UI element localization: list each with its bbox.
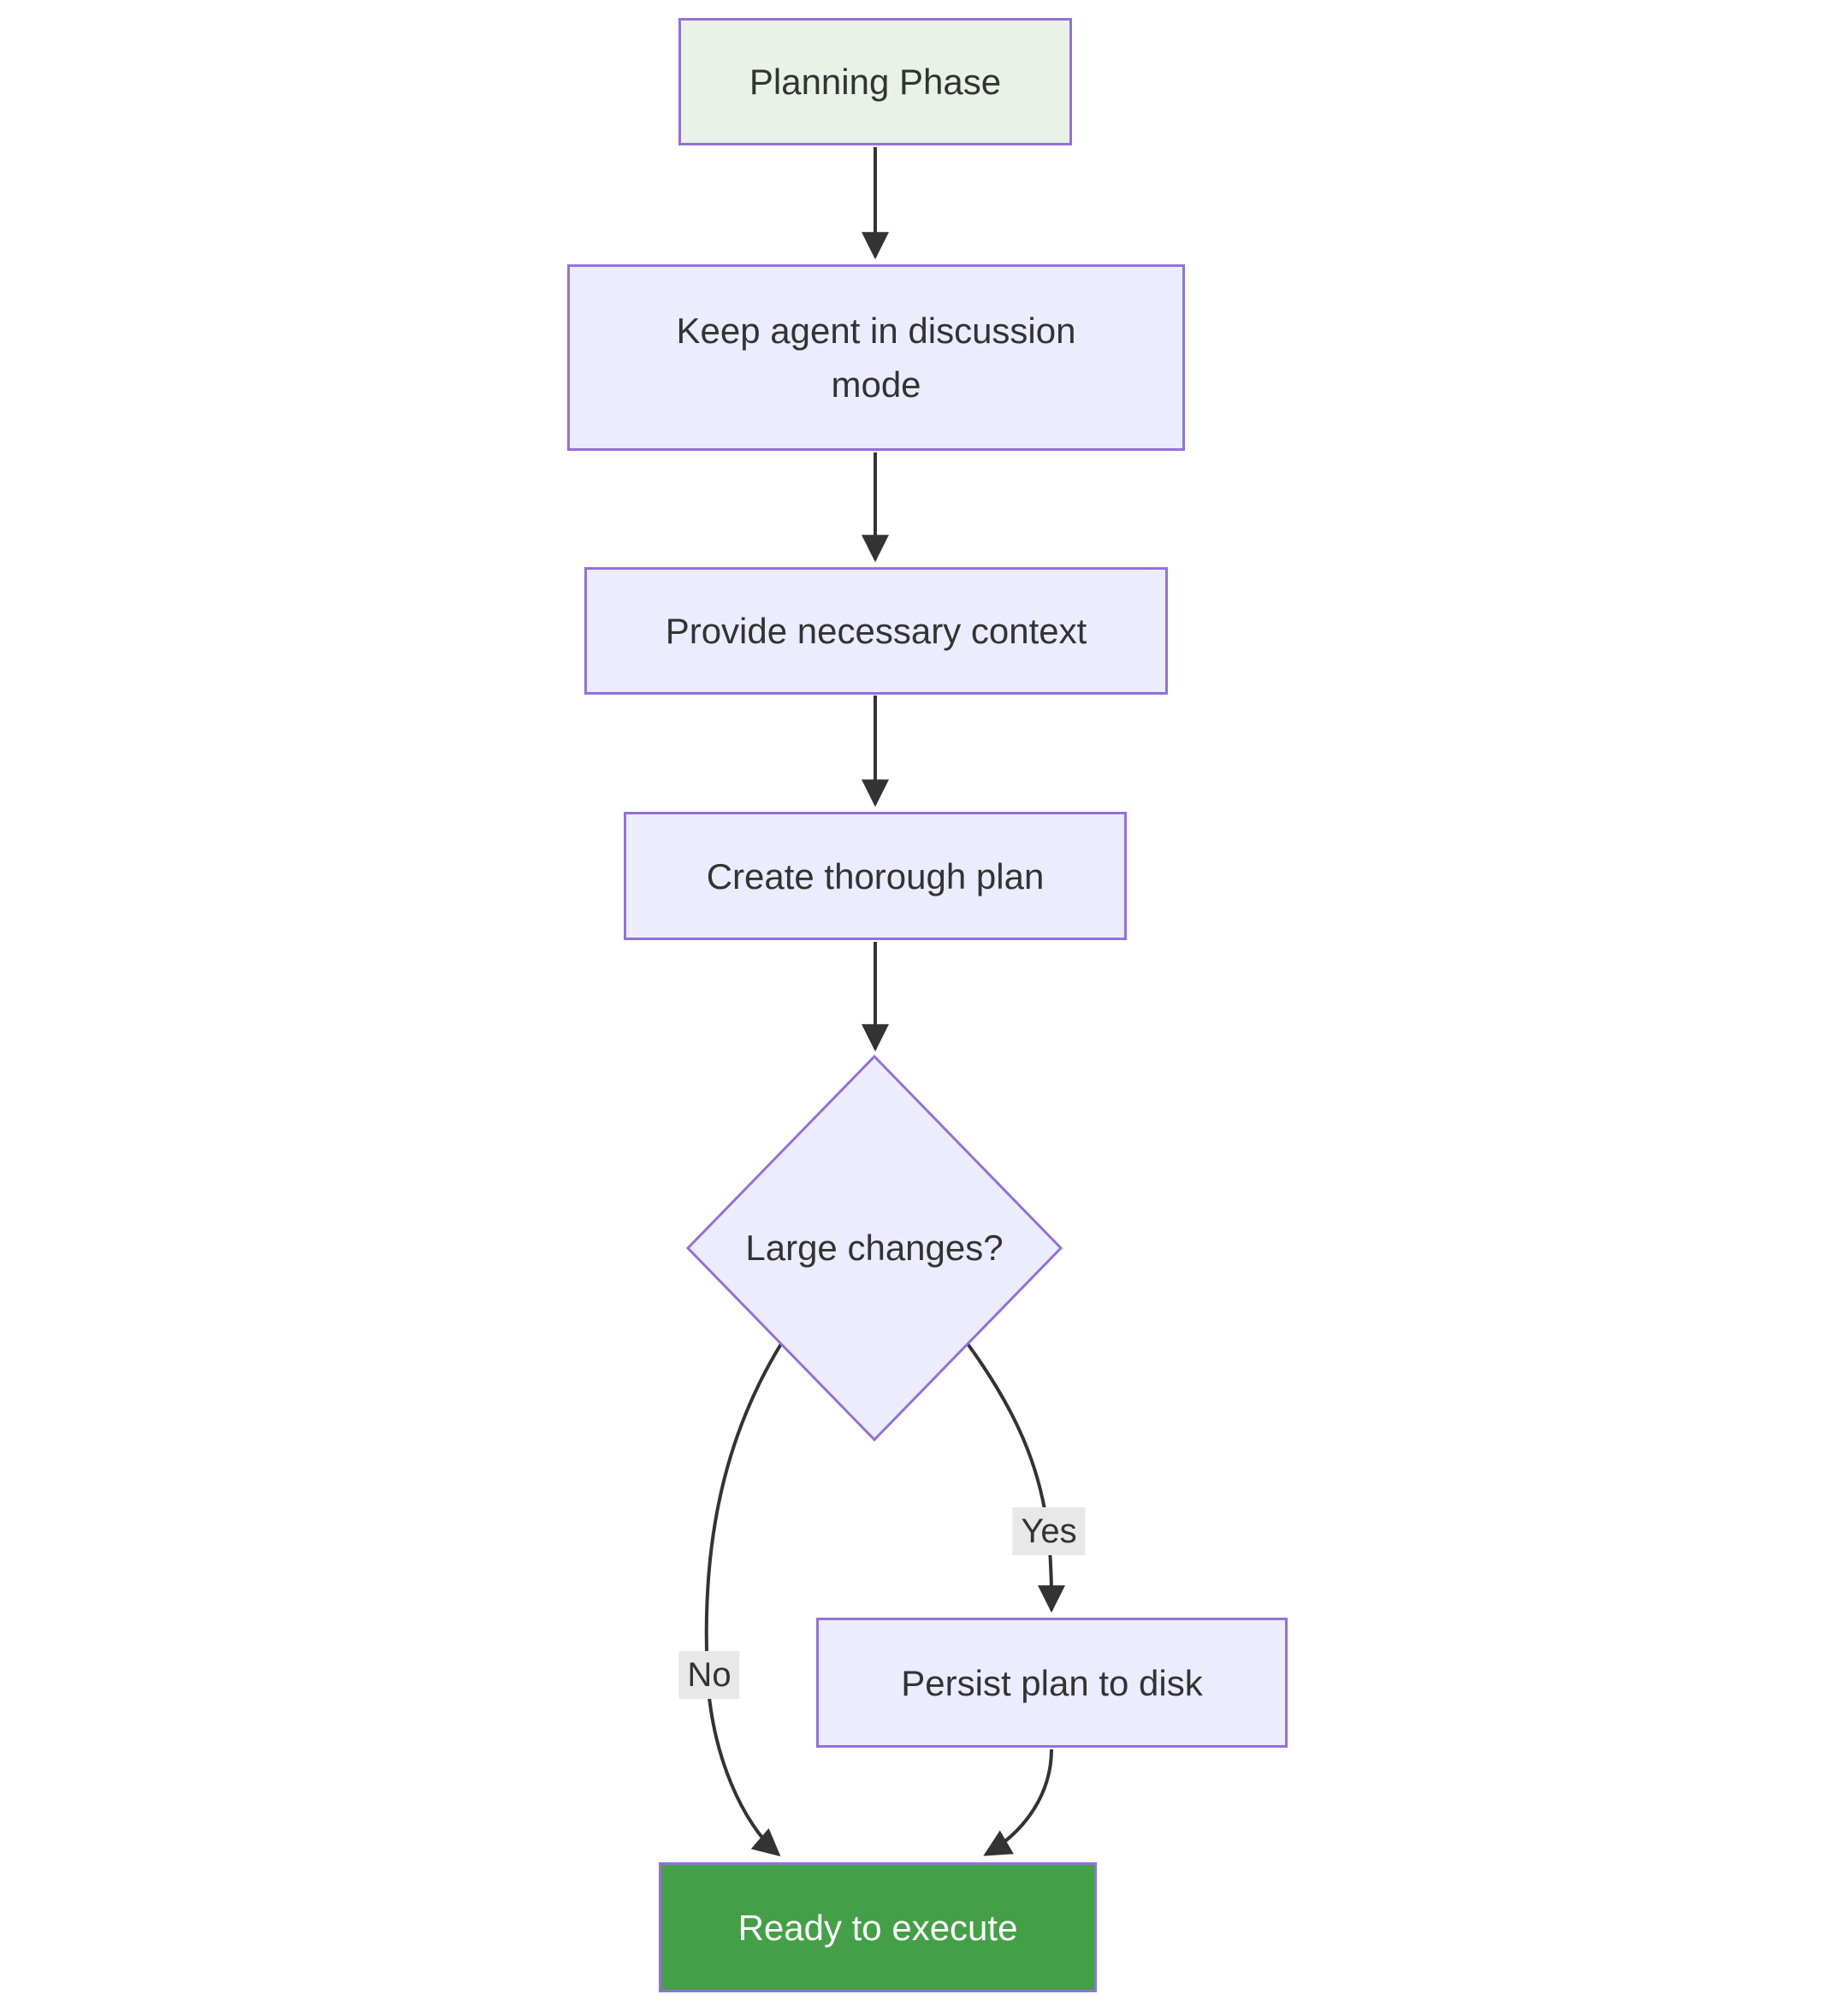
node-persist-plan-to-disk: Persist plan to disk [816,1618,1288,1748]
node-provide-necessary-context: Provide necessary context [584,567,1168,695]
edge-label-yes: Yes [1012,1507,1086,1555]
node-ready-to-execute: Ready to execute [659,1862,1097,1992]
node-planning-phase: Planning Phase [678,18,1072,145]
node-label: Persist plan to disk [901,1662,1203,1703]
node-label: Provide necessary context [665,611,1087,651]
node-label: Keep agent in discussion mode [676,311,1076,405]
edge-decision-yes-to-persist [966,1342,1065,1613]
node-label: Create thorough plan [706,855,1045,897]
node-create-thorough-plan: Create thorough plan [624,812,1127,940]
node-label: Ready to execute [737,1907,1018,1948]
edge-decision-no-to-ready [704,1342,783,1857]
node-label: Large changes? [745,1228,1004,1268]
node-large-changes-label: Large changes? [745,1228,1003,1269]
node-decision-diamond [685,1054,1063,1442]
edge-label-no: No [678,1651,740,1699]
node-keep-agent-discussion-mode: Keep agent in discussion mode [567,264,1185,451]
edge-persist-to-ready [983,1749,1053,1856]
node-label: Planning Phase [749,62,1002,102]
